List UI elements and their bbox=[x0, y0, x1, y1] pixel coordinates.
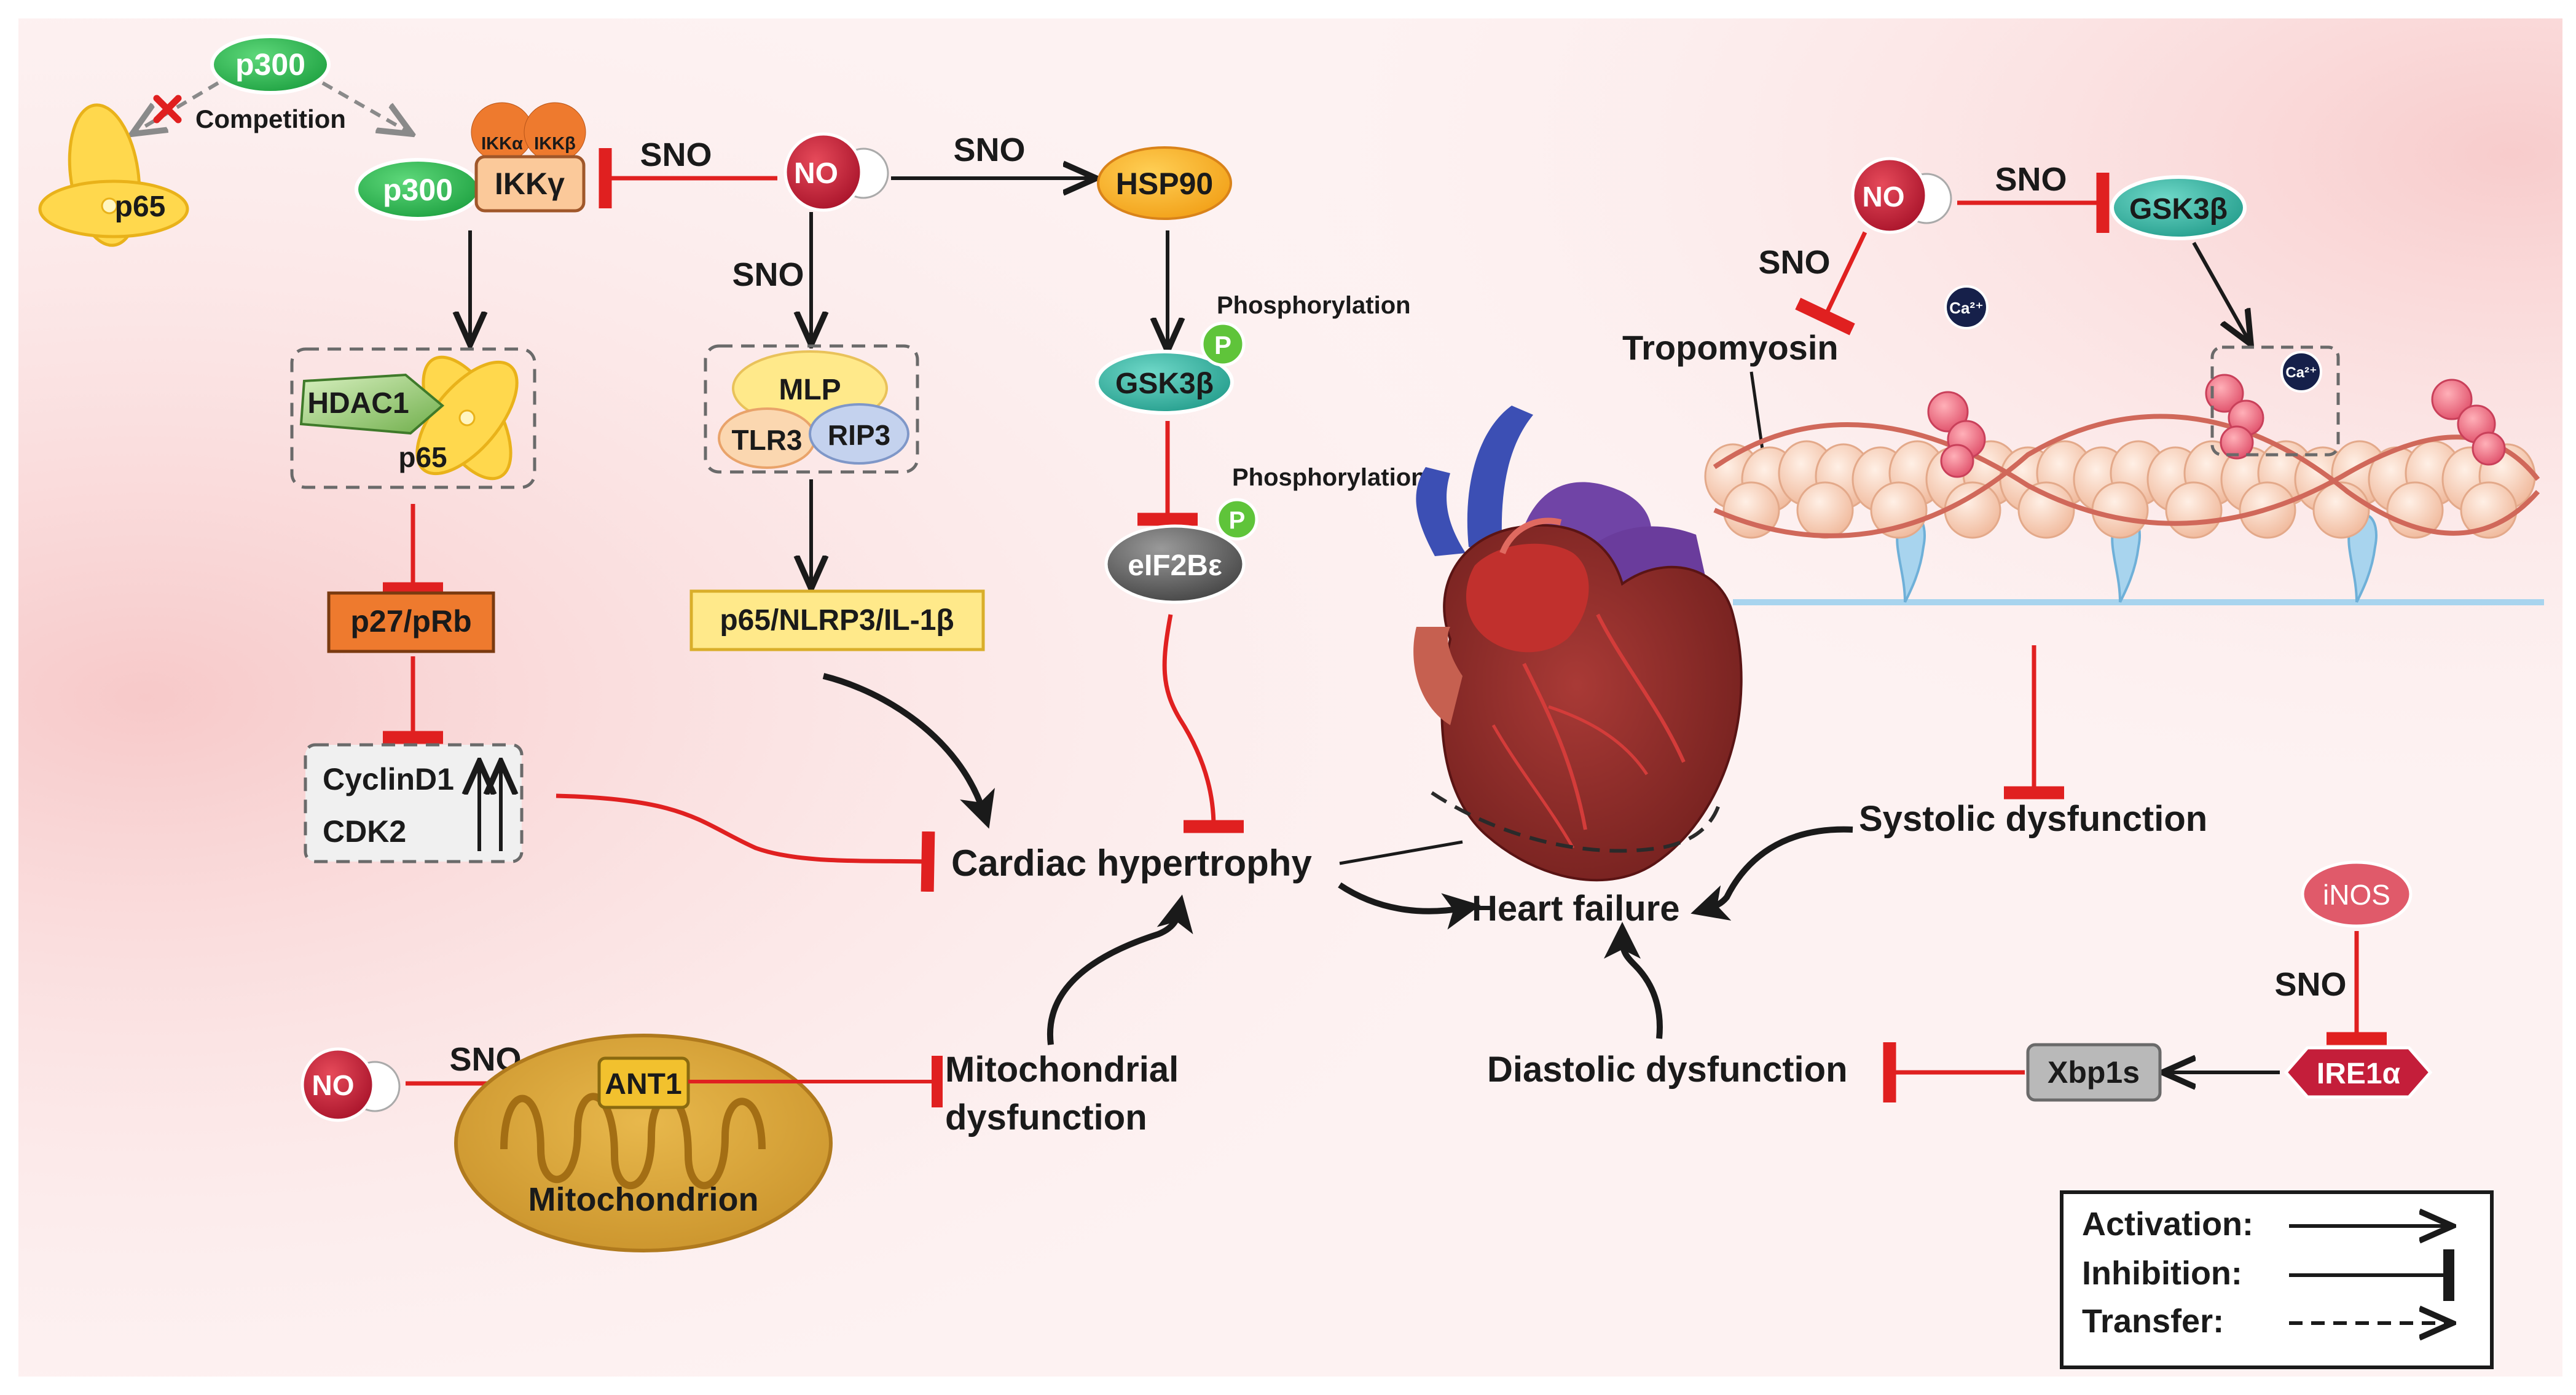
sno-5-label: SNO bbox=[1995, 161, 2067, 198]
ca-1-label: Ca²⁺ bbox=[1949, 299, 1984, 317]
p27prb-node bbox=[327, 591, 495, 653]
ant1-label: ANT1 bbox=[605, 1068, 681, 1101]
hsp90-label: HSP90 bbox=[1116, 167, 1213, 201]
mlp-label: MLP bbox=[779, 374, 841, 406]
hdac1-node: HDAC1 bbox=[299, 373, 445, 435]
ca-1-icon: Ca²⁺ bbox=[1944, 285, 1989, 329]
no-center-label: NO bbox=[794, 157, 838, 190]
up-arrows-icon bbox=[479, 765, 501, 851]
hdac1-label: HDAC1 bbox=[307, 387, 409, 420]
xbp1s-node bbox=[2026, 1043, 2162, 1102]
no-right-node: NO bbox=[1851, 157, 1952, 234]
mito-dys-2-label: dysfunction bbox=[945, 1098, 1147, 1138]
ca-2-label: Ca²⁺ bbox=[2285, 364, 2317, 381]
p300-top-label: p300 bbox=[235, 47, 305, 82]
p-badge-1-icon: P bbox=[1200, 321, 1246, 367]
mitochondrion-label: Mitochondrion bbox=[528, 1181, 759, 1218]
mito-dys-1-label: Mitochondrial bbox=[945, 1050, 1179, 1090]
phospho-1-label: Phosphorylation bbox=[1217, 292, 1411, 319]
legend: Activation: Inhibition: Transfer: bbox=[2060, 1190, 2494, 1369]
ikkg-label: IKKγ bbox=[495, 167, 565, 201]
p65nlrp3-label: p65/NLRP3/IL-1β bbox=[720, 604, 954, 637]
competition-label: Competition bbox=[195, 104, 346, 133]
legend-inhibition-label: Inhibition: bbox=[2082, 1255, 2242, 1292]
inhibition-eif2be-hypertrophy bbox=[1162, 614, 1244, 833]
no-bottom-label: NO bbox=[312, 1069, 355, 1101]
no-bottom-node: NO bbox=[300, 1047, 401, 1122]
no-right-label: NO bbox=[1863, 181, 1905, 213]
systolic-label: Systolic dysfunction bbox=[1859, 799, 2207, 839]
inos-label: iNOS bbox=[2323, 879, 2390, 911]
gsk3b-right-node: GSK3β bbox=[2110, 175, 2247, 240]
p300-top-node: p300 bbox=[210, 34, 331, 95]
p65-complex-node: p65 bbox=[398, 355, 519, 481]
p65nlrp3-node bbox=[689, 589, 985, 651]
sno-4-label: SNO bbox=[1758, 244, 1830, 281]
gsk3b-center-label: GSK3β bbox=[1115, 367, 1214, 400]
hsp90-node: HSP90 bbox=[1097, 146, 1232, 220]
inhibition-no-tropomyosin bbox=[1795, 231, 1867, 336]
activation-systolic-heart-failure bbox=[1690, 826, 1853, 921]
transfer-arrow-p300-ikk bbox=[321, 81, 409, 132]
p65-left-label: p65 bbox=[115, 191, 166, 223]
ikka-label: IKKα bbox=[481, 134, 523, 154]
ire1a-node: IRE1α bbox=[2283, 1046, 2433, 1099]
cardiac-hypertrophy-label: Cardiac hypertrophy bbox=[951, 843, 1312, 884]
gsk3b-center-node: GSK3β bbox=[1095, 350, 1234, 415]
gsk3b-right-label: GSK3β bbox=[2129, 193, 2228, 226]
transfer-arrow-p300-p65 bbox=[135, 81, 219, 132]
sno-3-label: SNO bbox=[732, 256, 804, 293]
sno-6-label: SNO bbox=[2274, 966, 2346, 1003]
no-center-node: NO bbox=[783, 132, 889, 212]
heart-illustration bbox=[1413, 406, 1743, 882]
sno-2-label: SNO bbox=[953, 132, 1025, 168]
activation-nlrp3-hypertrophy bbox=[822, 673, 995, 829]
mitochondrion-illustration: Mitochondrion bbox=[454, 1034, 833, 1252]
inos-node: iNOS bbox=[2301, 860, 2413, 928]
competition-cross-icon bbox=[153, 95, 182, 124]
tlr3-label: TLR3 bbox=[732, 424, 803, 456]
eif2be-node: eIF2Bε bbox=[1104, 524, 1246, 604]
activation-gsk3b-ca bbox=[2192, 242, 2249, 341]
cdk2-label: CDK2 bbox=[323, 814, 406, 849]
ire1a-label: IRE1α bbox=[2317, 1058, 2401, 1090]
ca-2-icon: Ca²⁺ bbox=[2280, 351, 2322, 393]
ikkb-label: IKKβ bbox=[534, 134, 576, 154]
ikk-complex-node: IKKα IKKβ IKKγ bbox=[471, 102, 586, 213]
p300-mid-label: p300 bbox=[383, 173, 453, 207]
cyclind1-label: CyclinD1 bbox=[323, 762, 454, 796]
p65-complex-label: p65 bbox=[398, 441, 447, 473]
sarcomere-illustration bbox=[1704, 374, 2544, 605]
p27prb-label: p27/pRb bbox=[350, 604, 471, 639]
hdac1-p65-complex bbox=[290, 347, 536, 489]
hypertrophy-heart-connector bbox=[1339, 840, 1463, 865]
sno-1-label: SNO bbox=[640, 136, 712, 173]
eif2be-label: eIF2Bε bbox=[1128, 549, 1222, 582]
ca-binding-box bbox=[2210, 345, 2340, 457]
rip3-label: RIP3 bbox=[828, 419, 890, 451]
rip3-node: RIP3 bbox=[809, 403, 909, 465]
p300-mid-node: p300 bbox=[355, 158, 481, 221]
legend-activation-label: Activation: bbox=[2082, 1206, 2253, 1243]
activation-hypertrophy-heart-failure bbox=[1338, 882, 1481, 930]
tlr3-node: TLR3 bbox=[718, 407, 816, 469]
p-badge-2-label: P bbox=[1229, 507, 1246, 534]
inhibition-cyclin-hypertrophy bbox=[556, 793, 935, 892]
p-badge-2-icon: P bbox=[1215, 498, 1259, 541]
phospho-2-label: Phosphorylation bbox=[1232, 464, 1426, 491]
p-badge-1-label: P bbox=[1214, 331, 1231, 360]
tropomyosin-label: Tropomyosin bbox=[1622, 328, 1839, 367]
xbp1s-label: Xbp1s bbox=[2048, 1055, 2140, 1090]
diastolic-label: Diastolic dysfunction bbox=[1487, 1050, 1848, 1090]
heart-failure-label: Heart failure bbox=[1472, 889, 1679, 929]
mlp-complex bbox=[704, 344, 919, 474]
p65-left-node: p65 bbox=[38, 103, 189, 247]
activation-diastolic-heart-failure bbox=[1604, 922, 1663, 1039]
activation-mito-hypertrophy bbox=[1046, 894, 1193, 1045]
legend-transfer-label: Transfer: bbox=[2082, 1303, 2224, 1340]
